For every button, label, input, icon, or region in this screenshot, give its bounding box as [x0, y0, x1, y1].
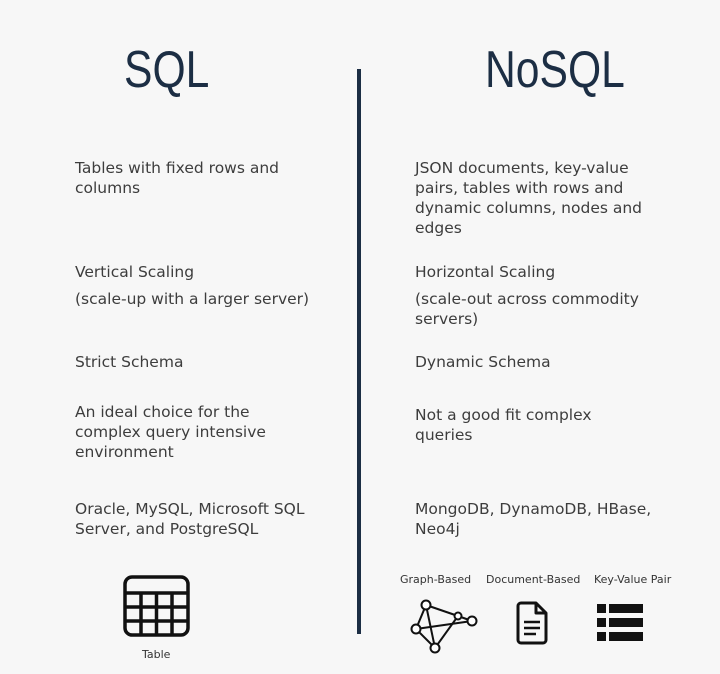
graph-icon-label: Graph-Based [400, 573, 472, 586]
sql-query-fit: An ideal choice for the complex query in… [75, 402, 275, 462]
sql-data-model: Tables with fixed rows and columns [75, 158, 325, 198]
nosql-examples-text: MongoDB, DynamoDB, HBase, Neo4j [415, 500, 652, 538]
sql-query-fit-text: An ideal choice for the complex query in… [75, 403, 266, 461]
sql-heading: SQL [124, 41, 210, 99]
nosql-schema: Dynamic Schema [415, 352, 655, 372]
nosql-schema-text: Dynamic Schema [415, 353, 551, 371]
nosql-heading: NoSQL [485, 41, 625, 99]
table-icon [123, 575, 190, 641]
key-value-icon-label: Key-Value Pair [594, 573, 672, 586]
sql-examples: Oracle, MySQL, Microsoft SQL Server, and… [75, 499, 305, 539]
sql-scaling: Vertical Scaling (scale-up with a larger… [75, 262, 325, 309]
sql-scaling-text: Vertical Scaling [75, 263, 195, 281]
nosql-scaling-note: (scale-out across commodity servers) [415, 290, 639, 328]
nosql-data-model-text: JSON documents, key-value pairs, tables … [415, 159, 643, 237]
sql-data-model-text: Tables with fixed rows and columns [75, 159, 280, 197]
nosql-query-fit-text: Not a good fit complex queries [415, 406, 592, 444]
document-icon [515, 601, 549, 649]
table-icon-label: Table [142, 648, 171, 661]
document-icon-label: Document-Based [486, 573, 581, 586]
column-divider [357, 69, 361, 634]
sql-schema: Strict Schema [75, 352, 325, 372]
nosql-scaling: Horizontal Scaling (scale-out across com… [415, 262, 655, 329]
nosql-examples: MongoDB, DynamoDB, HBase, Neo4j [415, 499, 655, 539]
nosql-query-fit: Not a good fit complex queries [415, 405, 605, 445]
sql-scaling-note: (scale-up with a larger server) [75, 290, 310, 308]
key-value-icon [597, 604, 643, 646]
nosql-data-model: JSON documents, key-value pairs, tables … [415, 158, 650, 238]
graph-icon [408, 596, 480, 660]
sql-examples-text: Oracle, MySQL, Microsoft SQL Server, and… [75, 500, 305, 538]
nosql-scaling-text: Horizontal Scaling [415, 263, 556, 281]
sql-schema-text: Strict Schema [75, 353, 184, 371]
